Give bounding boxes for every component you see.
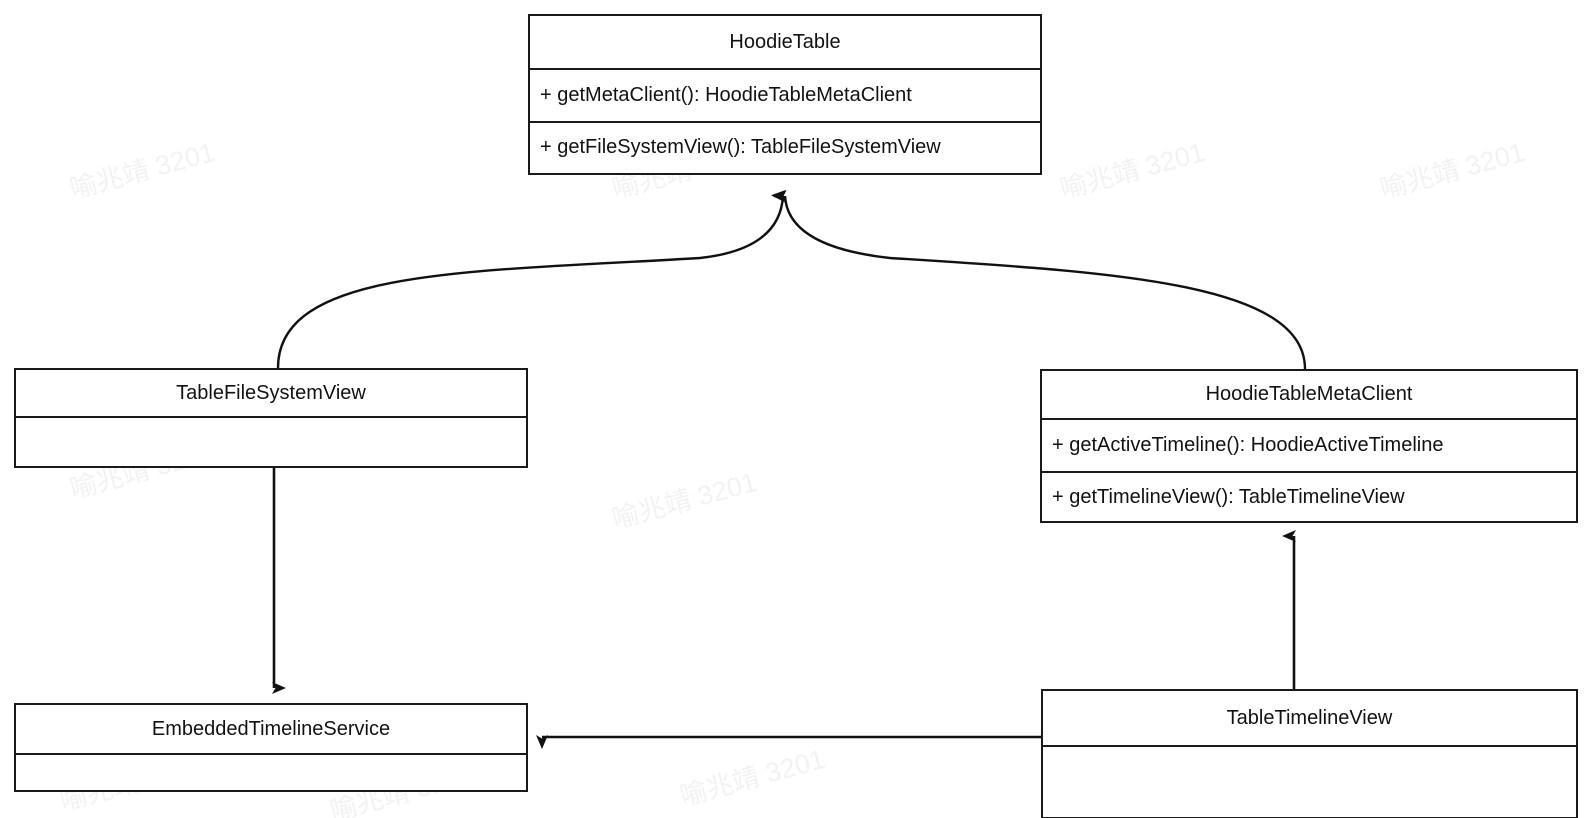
class-box-table-timeline-view[interactable]: TableTimelineView <box>1041 689 1578 818</box>
class-member: + getTimelineView(): TableTimelineView <box>1042 471 1576 522</box>
watermark-tile: 喻兆靖 3201 <box>1056 136 1209 205</box>
class-box-table-file-system-view[interactable]: TableFileSystemView <box>14 368 528 468</box>
class-members-embedded-timeline-service <box>16 755 526 790</box>
class-members-table-file-system-view <box>16 418 526 466</box>
connector-tablefilesystemview-to-hoodietable <box>276 190 786 369</box>
watermark-tile: 喻兆靖 3201 <box>608 466 761 535</box>
class-title-table-timeline-view: TableTimelineView <box>1043 691 1576 747</box>
class-members-hoodie-table-meta-client: + getActiveTimeline(): HoodieActiveTimel… <box>1042 420 1576 522</box>
connector-hoodietablemetaclient-to-hoodietable <box>773 189 1307 370</box>
watermark-tile: 喻兆靖 3201 <box>1376 136 1529 205</box>
class-members-table-timeline-view <box>1043 747 1576 817</box>
class-box-embedded-timeline-service[interactable]: EmbeddedTimelineService <box>14 703 528 792</box>
class-title-hoodie-table: HoodieTable <box>530 16 1040 70</box>
class-member: + getFileSystemView(): TableFileSystemVi… <box>530 121 1040 172</box>
class-members-hoodie-table: + getMetaClient(): HoodieTableMetaClient… <box>530 70 1040 172</box>
class-member: + getMetaClient(): HoodieTableMetaClient <box>540 84 912 106</box>
class-box-hoodie-table[interactable]: HoodieTable + getMetaClient(): HoodieTab… <box>528 14 1042 175</box>
class-box-hoodie-table-meta-client[interactable]: HoodieTableMetaClient + getActiveTimelin… <box>1040 369 1578 523</box>
class-member: + getActiveTimeline(): HoodieActiveTimel… <box>1052 434 1444 456</box>
class-title-embedded-timeline-service: EmbeddedTimelineService <box>16 705 526 755</box>
class-title-hoodie-table-meta-client: HoodieTableMetaClient <box>1042 371 1576 420</box>
watermark-tile: 喻兆靖 3201 <box>66 136 219 205</box>
class-title-table-file-system-view: TableFileSystemView <box>16 370 526 418</box>
watermark-tile: 喻兆靖 3201 <box>676 743 829 812</box>
